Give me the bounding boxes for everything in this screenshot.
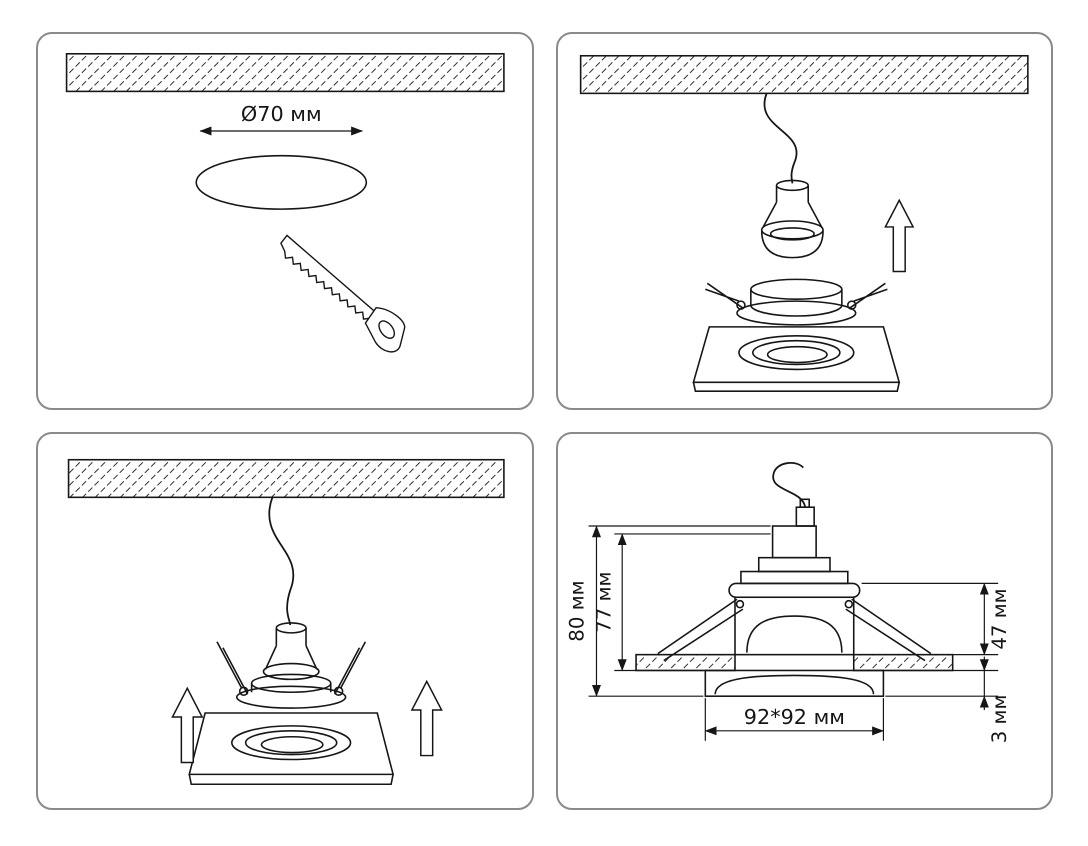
- ceiling-hatch-right: [852, 653, 953, 672]
- bezel: [704, 669, 884, 697]
- up-arrow-icon-right: [410, 679, 443, 757]
- spring-clip-left: [704, 282, 746, 310]
- ceiling-hatch: [579, 54, 1029, 95]
- ceiling-hatch: [65, 52, 505, 93]
- spring-clip-right: [333, 641, 367, 696]
- downlight-fixture: [691, 278, 900, 392]
- dimension-label-92mm: 92*92 мм: [743, 705, 844, 729]
- panel-2-drawing: [579, 54, 1029, 392]
- panel-step-2-insert-lamp: [555, 32, 1053, 410]
- dimension-label-77mm: 77 мм: [592, 572, 615, 633]
- panel-step-3-push-fixture: [36, 432, 534, 810]
- ceiling-hatch-left: [634, 653, 736, 672]
- spring-clip-right: [846, 282, 888, 310]
- ceiling-hatch: [67, 458, 505, 499]
- dimension-lines: [588, 525, 998, 741]
- cut-hole-ellipse: [195, 154, 368, 210]
- dimension-label-3mm: 3 мм: [988, 695, 1011, 744]
- supply-wire: [763, 93, 797, 184]
- panel-step-1-cut-hole: Ø70 мм: [36, 32, 534, 410]
- spring-clip-left: [216, 641, 249, 696]
- panel-3-drawing: [67, 458, 505, 786]
- spring-clip-right: [844, 598, 931, 662]
- hand-saw-icon: [280, 234, 406, 353]
- fixture-cross-section: [634, 498, 953, 697]
- supply-wire: [268, 497, 295, 626]
- dimension-label-80mm: 80 мм: [565, 580, 588, 641]
- supply-wire: [771, 462, 806, 508]
- panel-1-drawing: Ø70 мм: [65, 52, 505, 353]
- up-arrow-icon-left: [171, 686, 204, 764]
- lamp-in-fixture: [188, 622, 395, 786]
- hole-diameter-label: Ø70 мм: [241, 102, 322, 126]
- panel-4-drawing: 80 мм 77 мм 47 мм 3 мм 92*92 мм: [565, 462, 1011, 744]
- up-arrow-icon: [883, 198, 914, 273]
- spring-clip-left: [656, 598, 744, 662]
- lamp-bulb: [760, 179, 824, 259]
- panel-step-4-dimensions: 80 мм 77 мм 47 мм 3 мм 92*92 мм: [555, 432, 1053, 810]
- dimension-label-47mm: 47 мм: [988, 588, 1011, 649]
